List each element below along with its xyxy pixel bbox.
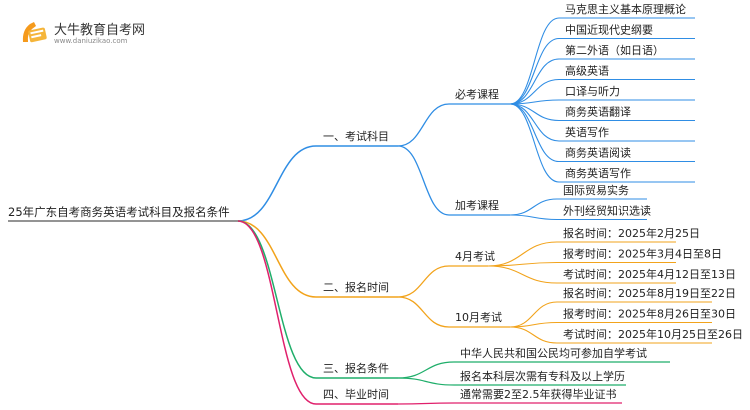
leaf-item: 高级英语	[565, 64, 609, 78]
item-connector	[487, 261, 558, 267]
brand-logo: 大牛教育自考网 www.daniuzikao.com	[20, 16, 145, 50]
item-connector	[509, 37, 560, 105]
leaf-item: 中华人民共和国公民均可参加自学考试	[460, 346, 647, 360]
item-connector	[397, 402, 455, 405]
leaf-item: 中国近现代史纲要	[565, 24, 653, 37]
group-label: 10月考试	[455, 311, 502, 324]
branch-connector	[237, 145, 317, 222]
item-connector	[509, 78, 560, 105]
branch-connector	[237, 220, 317, 405]
leaf-item: 英语写作	[565, 125, 609, 139]
item-connector	[509, 103, 560, 142]
book-badge-icon	[22, 22, 47, 43]
branch-label: 三、报名条件	[323, 361, 389, 375]
leaf-item: 商务英语阅读	[565, 146, 631, 160]
leaf-item: 报考时间：2025年8月26日至30日	[563, 307, 736, 321]
group-connector	[397, 296, 450, 328]
leaf-item: 商务英语写作	[565, 166, 631, 180]
group-connector	[397, 103, 450, 147]
branch-connector	[237, 220, 317, 298]
item-connector	[397, 361, 455, 379]
brand-name: 大牛教育自考网	[54, 23, 146, 38]
group-connector	[397, 265, 450, 298]
leaf-item: 外刊经贸知识选读	[563, 204, 651, 218]
branch-label: 一、考试科目	[323, 129, 389, 143]
leaf-item: 口译与听力	[565, 85, 620, 98]
group-label: 4月考试	[455, 250, 495, 263]
group-connector	[397, 145, 450, 216]
branch-label: 二、报名时间	[323, 280, 389, 294]
leaf-item: 第二外语（如日语）	[565, 43, 664, 57]
item-connector	[509, 58, 560, 105]
branch-label: 四、毕业时间	[323, 388, 389, 401]
group-label: 加考课程	[455, 199, 499, 212]
item-connector	[487, 265, 558, 284]
item-connector	[509, 321, 558, 328]
branch-connector	[237, 220, 317, 379]
leaf-item: 报名时间：2025年2月25日	[563, 226, 700, 240]
item-connector	[509, 103, 560, 183]
leaf-item: 国际贸易实务	[563, 183, 629, 197]
leaf-item: 考试时间：2025年4月12日至13日	[563, 267, 736, 281]
leaf-item: 马克思主义基本原理概论	[565, 2, 686, 16]
item-connector	[509, 214, 558, 221]
leaf-item: 考试时间：2025年10月25日至26日	[563, 327, 743, 341]
group-label: 必考课程	[455, 88, 499, 101]
leaf-item: 报名本科层次需有专科及以上学历	[460, 369, 625, 383]
leaf-item: 报考时间：2025年3月4日至8日	[563, 247, 722, 261]
item-connector	[509, 326, 558, 344]
item-connector	[509, 17, 560, 105]
leaf-item: 报名时间：2025年8月19日至22日	[563, 286, 736, 300]
brand-url: www.daniuzikao.com	[54, 37, 128, 45]
item-connector	[397, 377, 455, 386]
item-connector	[509, 301, 558, 328]
root-node: 25年广东自考商务英语考试科目及报名条件	[8, 205, 230, 219]
leaf-item: 商务英语翻译	[565, 105, 631, 119]
item-connector	[509, 198, 558, 216]
leaf-item: 通常需要2至2.5年获得毕业证书	[460, 387, 617, 401]
